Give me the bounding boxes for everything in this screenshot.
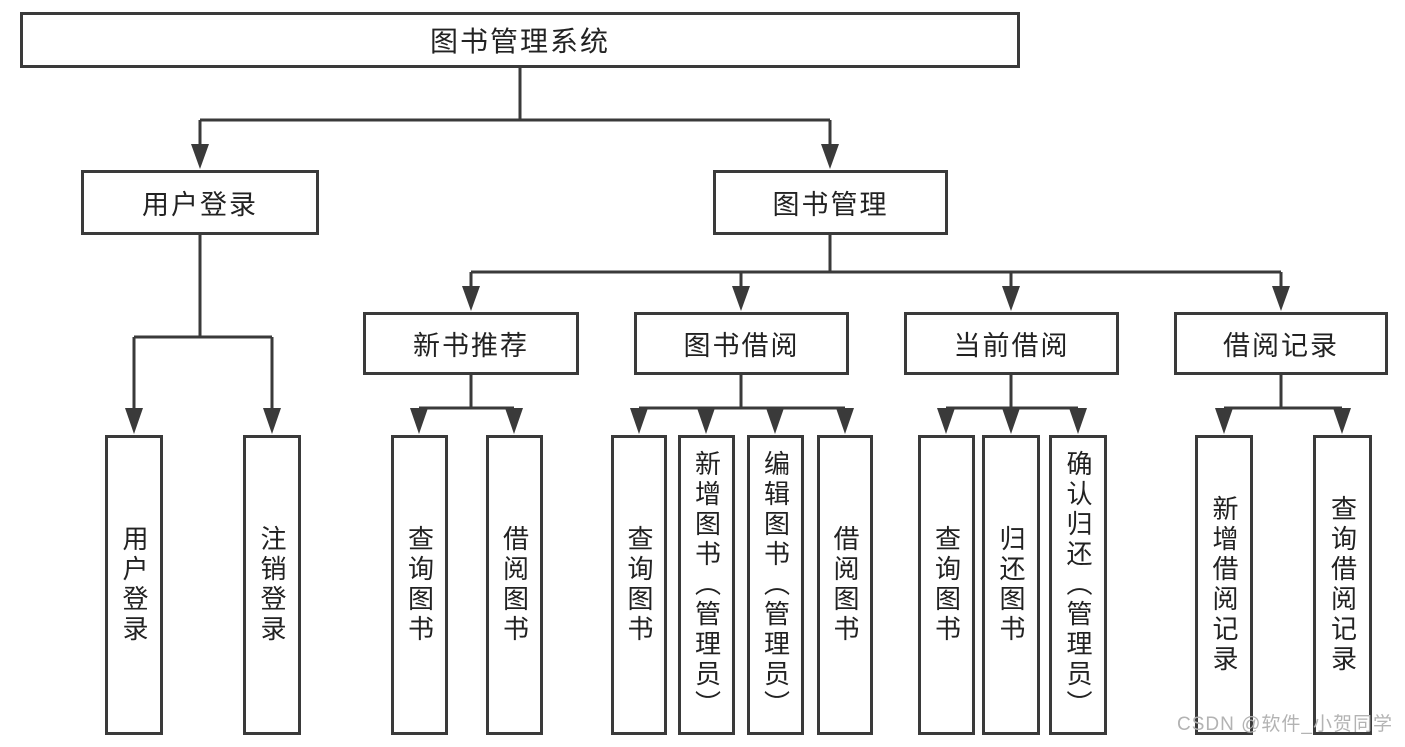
leaf-records-query-record-label: 查询借阅记录 bbox=[1327, 495, 1358, 675]
arrowhead bbox=[263, 408, 281, 434]
leaf-borrowing-edit-books-admin: 编辑图书（管理员） bbox=[747, 435, 804, 735]
node-new-book-recommend-label: 新书推荐 bbox=[413, 331, 529, 361]
leaf-user-login: 用户登录 bbox=[105, 435, 163, 735]
node-new-book-recommend: 新书推荐 bbox=[363, 312, 579, 375]
leaf-borrowing-add-books-admin: 新增图书（管理员） bbox=[678, 435, 735, 735]
leaf-user-login-label: 用户登录 bbox=[119, 525, 149, 645]
leaf-recommend-borrow-books: 借阅图书 bbox=[486, 435, 543, 735]
node-book-management-label: 图书管理 bbox=[772, 190, 889, 220]
arrowhead bbox=[1333, 408, 1351, 434]
node-book-borrowing: 图书借阅 bbox=[634, 312, 849, 375]
leaf-logout: 注销登录 bbox=[243, 435, 301, 735]
arrowhead bbox=[821, 144, 839, 169]
leaf-current-confirm-return-admin: 确认归还（管理员） bbox=[1049, 435, 1107, 735]
node-user-login-branch-label: 用户登录 bbox=[142, 190, 258, 220]
leaf-records-query-record: 查询借阅记录 bbox=[1313, 435, 1372, 735]
arrowhead bbox=[630, 408, 648, 434]
arrowhead bbox=[125, 408, 143, 434]
arrowhead bbox=[462, 286, 480, 311]
node-book-management: 图书管理 bbox=[713, 170, 948, 235]
leaf-current-query-books-label: 查询图书 bbox=[931, 525, 962, 645]
leaf-recommend-borrow-books-label: 借阅图书 bbox=[499, 525, 530, 645]
arrowhead bbox=[1002, 408, 1020, 434]
connector-current-to-leaves bbox=[937, 375, 1087, 434]
arrowhead bbox=[1002, 286, 1020, 311]
arrowhead bbox=[1272, 286, 1290, 311]
arrowhead bbox=[732, 286, 750, 311]
leaf-current-confirm-return-admin-label: 确认归还（管理员） bbox=[1063, 450, 1093, 720]
leaf-current-query-books: 查询图书 bbox=[918, 435, 975, 735]
leaf-borrowing-add-books-admin-label: 新增图书（管理员） bbox=[691, 450, 722, 720]
node-root-label: 图书管理系统 bbox=[429, 26, 610, 57]
leaf-borrowing-borrow-books: 借阅图书 bbox=[817, 435, 873, 735]
csdn-watermark: CSDN @软件_小贺同学 bbox=[1177, 714, 1393, 735]
node-current-borrowing: 当前借阅 bbox=[904, 312, 1119, 375]
connector-borrow-to-leaves bbox=[630, 375, 854, 434]
leaf-borrowing-borrow-books-label: 借阅图书 bbox=[830, 525, 860, 645]
arrowhead bbox=[1069, 408, 1087, 434]
leaf-borrowing-query-books-label: 查询图书 bbox=[624, 525, 654, 645]
leaf-records-add-record-label: 新增借阅记录 bbox=[1209, 495, 1239, 675]
leaf-recommend-query-books: 查询图书 bbox=[391, 435, 448, 735]
leaf-borrowing-edit-books-admin-label: 编辑图书（管理员） bbox=[760, 450, 791, 720]
node-user-login-branch: 用户登录 bbox=[81, 170, 319, 235]
arrowhead bbox=[836, 408, 854, 434]
node-borrowing-records: 借阅记录 bbox=[1174, 312, 1388, 375]
leaf-current-return-books: 归还图书 bbox=[982, 435, 1040, 735]
arrowhead bbox=[937, 408, 955, 434]
leaf-records-add-record: 新增借阅记录 bbox=[1195, 435, 1253, 735]
arrowhead bbox=[697, 408, 715, 434]
node-current-borrowing-label: 当前借阅 bbox=[953, 331, 1070, 361]
connector-recommend-to-leaves bbox=[410, 375, 523, 434]
connector-records-to-leaves bbox=[1215, 375, 1351, 434]
connector-login-to-leaves bbox=[125, 235, 281, 434]
leaf-logout-label: 注销登录 bbox=[257, 525, 287, 645]
leaf-borrowing-query-books: 查询图书 bbox=[611, 435, 667, 735]
connector-root-to-level1 bbox=[191, 68, 839, 169]
connector-manage-to-level2 bbox=[462, 235, 1290, 311]
arrowhead bbox=[410, 408, 428, 434]
leaf-current-return-books-label: 归还图书 bbox=[996, 525, 1026, 645]
leaf-recommend-query-books-label: 查询图书 bbox=[404, 525, 435, 645]
node-book-borrowing-label: 图书借阅 bbox=[683, 331, 800, 361]
arrowhead bbox=[505, 408, 523, 434]
arrowhead bbox=[1215, 408, 1233, 434]
node-root: 图书管理系统 bbox=[20, 12, 1020, 68]
node-borrowing-records-label: 借阅记录 bbox=[1223, 331, 1339, 361]
arrowhead bbox=[766, 408, 784, 434]
arrowhead bbox=[191, 144, 209, 169]
